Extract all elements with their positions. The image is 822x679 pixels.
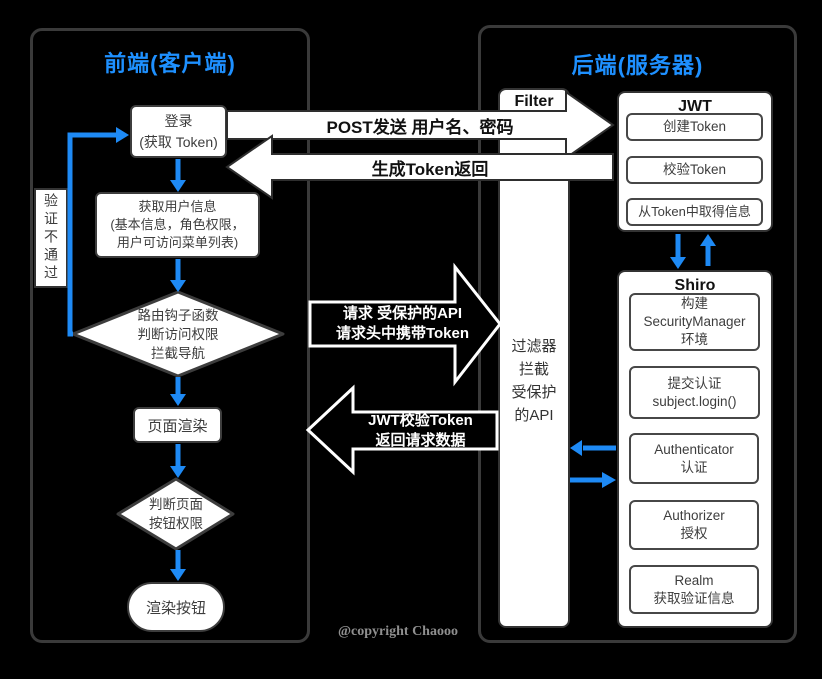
jwt-item-verify-token: 校验Token [626,156,763,184]
button-permission-diamond-text: 判断页面 按钮权限 [149,497,203,531]
jwt-item-get-info: 从Token中取得信息 [626,198,763,226]
post-send-arrow-label: POST发送 用户名、密码 [326,117,514,137]
jwt-item-create-token: 创建Token [626,113,763,141]
user-info-box: 获取用户信息 (基本信息，角色权限， 用户可访问菜单列表) [95,192,260,258]
request-api-arrow-label: 请求 受保护的API 请求头中携带Token [335,305,470,342]
shiro-title: Shiro [674,277,716,294]
shiro-item-authorizer: Authorizer 授权 [629,500,759,550]
shiro-item-realm: Realm 获取验证信息 [629,565,759,614]
filter-body-text: 过滤器 拦截 受保护 的API [511,338,557,424]
copyright-text: @copyright Chaooo [338,624,458,639]
jwt-verify-arrow-label: JWT校验Token 返回请求数据 [368,412,473,449]
jwt-title: JWT [678,98,712,115]
shiro-item-authenticator: Authenticator 认证 [629,433,759,484]
shiro-item-security-manager: 构建 SecurityManager 环境 [629,293,760,351]
page-render-box: 页面渲染 [133,407,222,443]
backend-title: 后端(服务器) [571,53,704,78]
route-guard-diamond-text: 路由钩子函数 判断访问权限 拦截导航 [137,307,219,361]
render-button-node: 渲染按钮 [127,582,225,632]
shiro-item-subject-login: 提交认证 subject.login() [629,366,760,419]
verify-fail-label: 验证不通过 [34,188,68,288]
token-return-arrow-label: 生成Token返回 [371,159,489,179]
frontend-title: 前端(客户端) [104,51,236,76]
login-box: 登录 (获取 Token) [130,105,227,158]
